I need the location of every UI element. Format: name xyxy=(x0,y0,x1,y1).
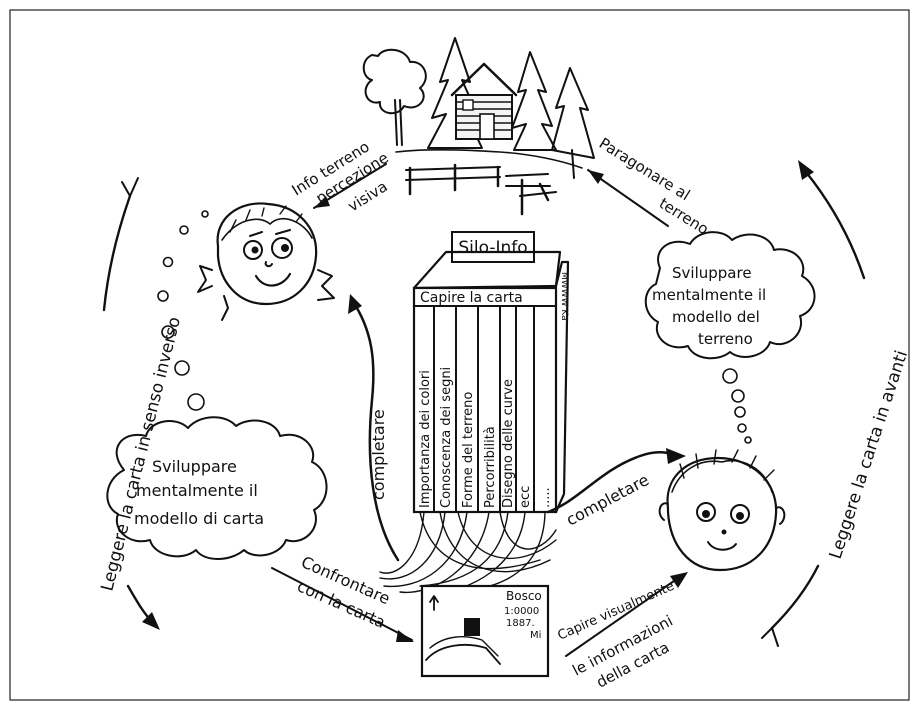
label-paragonare: Paragonare al xyxy=(596,134,693,204)
compare-map-group: Confrontare con la carta xyxy=(271,552,414,642)
cloud-right-line1: Sviluppare xyxy=(672,264,752,282)
label-leggere-avanti: Leggere la carta in avanti xyxy=(826,348,912,561)
cloud-right-line4: terreno xyxy=(698,330,753,348)
thought-dots-right xyxy=(722,368,752,444)
thought-cloud-right: Sviluppare mentalmente il modello del te… xyxy=(644,231,816,360)
north-arrow-icon xyxy=(429,595,439,611)
silo-title-box xyxy=(451,231,535,263)
label-completare-left: completare xyxy=(369,409,388,500)
forest-cabin-scene xyxy=(362,37,595,216)
silo-info-building: Silo-Info MWWW Ka Capire la carta Import… xyxy=(412,231,570,514)
silo-col-curve: Disegno delle curve xyxy=(501,379,516,508)
tail-marker-top-left xyxy=(121,177,139,197)
silo-col-forme: Forme del terreno xyxy=(461,392,476,508)
thought-dots-left xyxy=(157,210,209,411)
thinking-face-right xyxy=(658,449,786,572)
map-card-frame xyxy=(420,584,550,678)
map-scale: 1:0000 xyxy=(504,606,539,617)
completare-right-arrow: completare xyxy=(546,448,686,530)
outer-cycle-right: Leggere la carta in avanti xyxy=(761,160,912,647)
frame-border xyxy=(9,9,910,701)
silo-col-dots: ..... xyxy=(538,487,553,508)
silo-col-colori: Importanza dei colori xyxy=(418,370,433,508)
map-path-line xyxy=(425,643,501,665)
silo-to-map-curves xyxy=(379,511,557,595)
compare-terrain-group: Paragonare al terreno xyxy=(587,134,712,238)
arrowhead-cycle-left xyxy=(142,612,160,630)
cloud-right-line2: mentalmente il xyxy=(652,286,766,304)
arrow-compare xyxy=(587,169,669,227)
label-completare-right: completare xyxy=(563,470,652,529)
arrowhead-capire xyxy=(670,572,688,588)
cloud-left-line1: Sviluppare xyxy=(152,457,237,476)
arrowhead-confrontare xyxy=(396,630,414,642)
outer-cycle-left: Leggere la carta in senso inverso xyxy=(97,177,185,630)
tail-marker-bottom-right xyxy=(761,627,779,647)
thought-cloud-left: Sviluppare mentalmente il modello di car… xyxy=(106,416,328,560)
arrowhead-perception xyxy=(314,196,330,208)
arrowhead-cycle-right xyxy=(798,160,814,180)
thinking-face-left xyxy=(197,202,335,321)
cloud-right-line3: modello del xyxy=(672,308,760,326)
map-initials: Mi xyxy=(530,630,541,641)
cycle-line-left-upper xyxy=(102,194,132,312)
arrow-confrontare xyxy=(271,567,413,641)
orienteering-map-card: Bosco 1:0000 1887. Mi xyxy=(420,584,550,678)
completare-left-arrow: completare xyxy=(348,294,400,562)
map-title: Bosco xyxy=(506,589,542,603)
silo-col-segni: Conoscenza dei segni xyxy=(439,367,454,508)
understand-map-group: Capire visualmente le informazioni della… xyxy=(556,572,688,692)
map-year: 1887. xyxy=(506,618,535,629)
cloud-left-line2: mentalmente il xyxy=(136,481,258,500)
map-forest-block xyxy=(464,618,480,636)
cycle-line-right-lower xyxy=(770,564,820,630)
arrowhead-compare xyxy=(588,170,604,184)
cloud-left-line3: modello di carta xyxy=(134,509,264,528)
silo-title: Silo-Info xyxy=(458,238,527,258)
silo-side-label: MWWW Ka xyxy=(559,272,569,321)
silo-front xyxy=(412,286,558,514)
arrow-capire xyxy=(565,573,685,657)
silo-header: Capire la carta xyxy=(420,290,523,306)
label-leggere-inverso: Leggere la carta in senso inverso xyxy=(97,315,185,593)
cycle-line-right-upper xyxy=(804,170,866,280)
silo-col-percorribilita: Percorribilità xyxy=(483,426,498,508)
perception-label-group: Info terreno percezione visiva xyxy=(289,138,392,216)
silo-col-ecc: ecc xyxy=(518,486,533,508)
